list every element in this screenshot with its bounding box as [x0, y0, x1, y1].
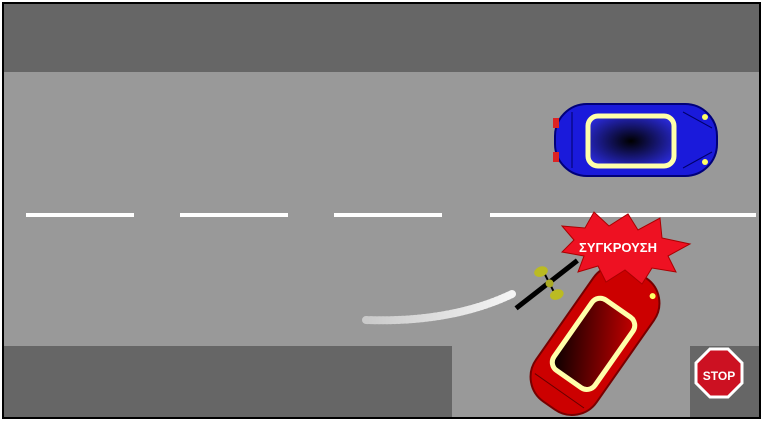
- top-sidewalk: [4, 4, 759, 72]
- bottom-left-sidewalk: [4, 346, 452, 417]
- crash-label: ΣΥΓΚΡΟΥΣΗ: [579, 240, 657, 255]
- stop-sign: STOP: [696, 349, 742, 397]
- blue-car: [553, 104, 717, 176]
- stop-sign-label: STOP: [703, 369, 735, 383]
